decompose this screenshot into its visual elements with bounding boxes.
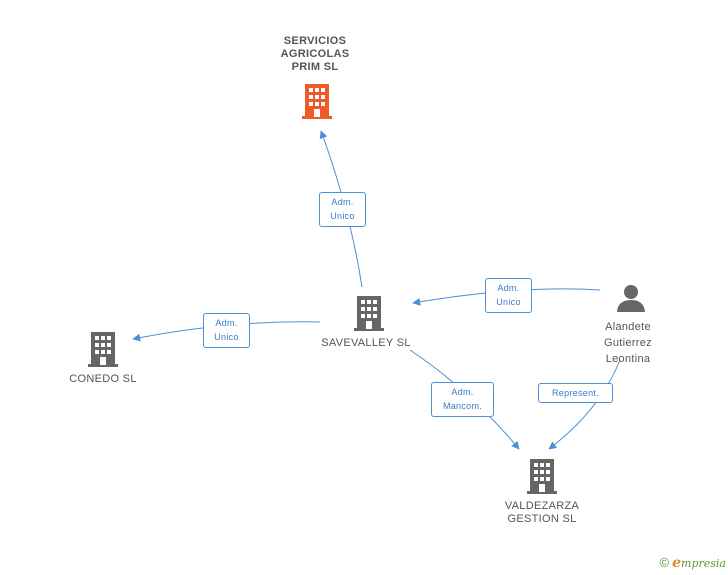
node-label-servicios: SERVICIOS AGRICOLAS PRIM SL — [262, 35, 368, 74]
edge-label-line: Unico — [496, 297, 521, 307]
node-label-line: VALDEZARZA — [504, 500, 580, 512]
edge-label-line: Adm. — [497, 283, 520, 293]
edge-label-e3[interactable]: Adm. Unico — [485, 278, 532, 313]
edge-label-line: Represent. — [551, 388, 600, 398]
edge-label-e5[interactable]: Represent. — [538, 383, 613, 403]
node-label-line: GESTION SL — [507, 513, 577, 525]
copyright-symbol: © — [659, 555, 670, 570]
node-label-line: SERVICIOS — [283, 35, 347, 47]
node-label-alandete: Alandete Gutierrez Leontina — [580, 319, 676, 367]
edge-label-line: Unico — [214, 332, 239, 342]
node-label-line: SAVEVALLEY SL — [321, 337, 411, 349]
brand-name: empresia — [672, 555, 726, 571]
building-icon-valdezarza[interactable] — [527, 459, 557, 495]
edge-label-line: Adm. — [331, 197, 354, 207]
brand-initial: e — [672, 555, 682, 571]
edge-label-e1[interactable]: Adm. Unico — [319, 192, 366, 227]
node-label-line: Gutierrez — [604, 337, 652, 349]
node-label-line: CONEDO SL — [69, 373, 137, 385]
node-label-savevalley: SAVEVALLEY SL — [306, 337, 426, 350]
brand-rest: mpresia — [681, 557, 726, 570]
person-icon-alandete[interactable] — [616, 283, 646, 313]
edge-label-line: Mancom. — [442, 401, 483, 411]
node-label-conedo: CONEDO SL — [48, 373, 158, 386]
edge-label-line: Adm. — [215, 318, 238, 328]
empresia-logo: © empresia — [659, 555, 726, 571]
edge-label-line: Adm. — [451, 387, 474, 397]
edge-label-e4[interactable]: Adm. Mancom. — [431, 382, 494, 417]
building-icon-servicios[interactable] — [302, 84, 332, 120]
edge-label-e2[interactable]: Adm. Unico — [203, 313, 250, 348]
node-label-line: Alandete — [605, 321, 651, 333]
building-icon-conedo[interactable] — [88, 332, 118, 368]
node-label-line: PRIM SL — [291, 61, 339, 73]
building-icon-savevalley[interactable] — [354, 296, 384, 332]
node-label-line: AGRICOLAS — [280, 48, 350, 60]
edge-alandete-valdezarza — [548, 359, 621, 450]
edge-label-line: Unico — [330, 211, 355, 221]
node-label-valdezarza: VALDEZARZA GESTION SL — [484, 500, 600, 526]
node-label-line: Leontina — [605, 353, 651, 365]
